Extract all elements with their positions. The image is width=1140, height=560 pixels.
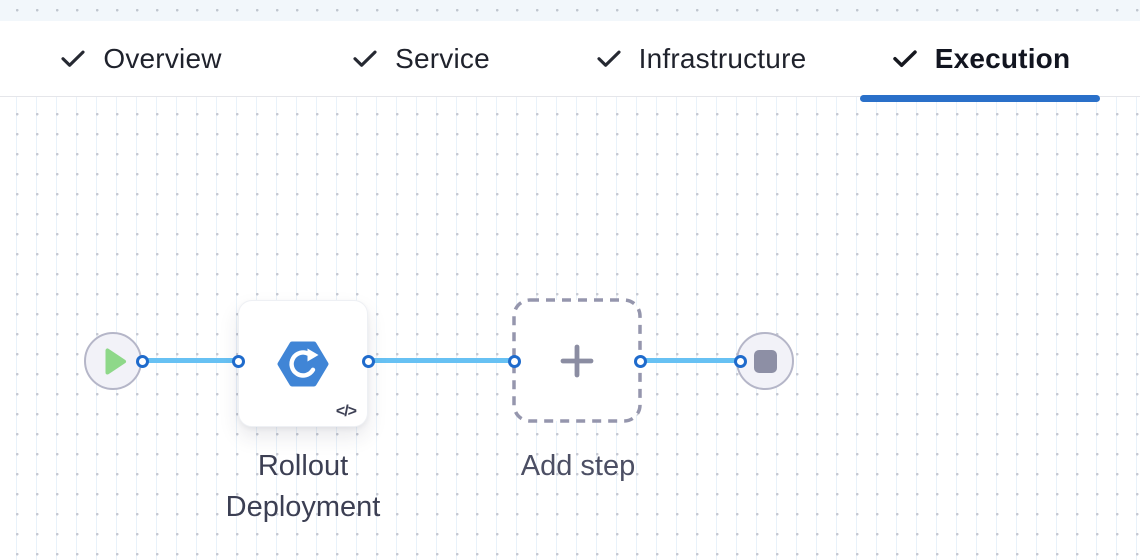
play-icon	[105, 348, 126, 374]
check-icon	[597, 50, 621, 67]
code-view-badge[interactable]: </>	[335, 403, 357, 420]
connector-port[interactable]	[633, 354, 647, 368]
check-icon	[892, 49, 917, 67]
connector-port[interactable]	[733, 354, 747, 368]
connector-port[interactable]	[135, 354, 149, 368]
tab-execution[interactable]: Execution	[840, 21, 1120, 102]
tab-label: Overview	[103, 42, 222, 74]
connector-line	[142, 358, 238, 363]
add-step-node[interactable]	[512, 298, 642, 423]
tab-infrastructure[interactable]: Infrastructure	[560, 21, 840, 96]
step-label-add-step: Add step	[520, 450, 636, 482]
step-label-rollout-deployment: Rollout Deployment	[225, 450, 381, 523]
tab-label: Infrastructure	[638, 42, 807, 74]
step-rollout-deployment[interactable]: </>	[238, 300, 368, 427]
stop-square-icon	[753, 349, 777, 373]
tab-label: Service	[395, 42, 490, 74]
plus-icon	[560, 344, 594, 377]
tab-label: Execution	[934, 42, 1071, 74]
active-tab-underline	[860, 95, 1100, 102]
connector-port[interactable]	[507, 354, 521, 368]
connector-port[interactable]	[361, 354, 375, 368]
check-icon	[61, 50, 85, 67]
connector-port[interactable]	[231, 354, 245, 368]
connector-line	[640, 358, 740, 363]
tab-service[interactable]: Service	[280, 21, 560, 96]
tab-overview[interactable]: Overview	[0, 21, 280, 96]
pipeline-start-node	[84, 332, 142, 390]
stage-config-tabbar: Overview Service Infrastructure Executio…	[0, 21, 1140, 102]
connector-line	[368, 358, 514, 363]
rollout-hexagon-icon	[277, 341, 329, 386]
canvas-top-strip	[0, 0, 1140, 21]
check-icon	[353, 50, 377, 67]
